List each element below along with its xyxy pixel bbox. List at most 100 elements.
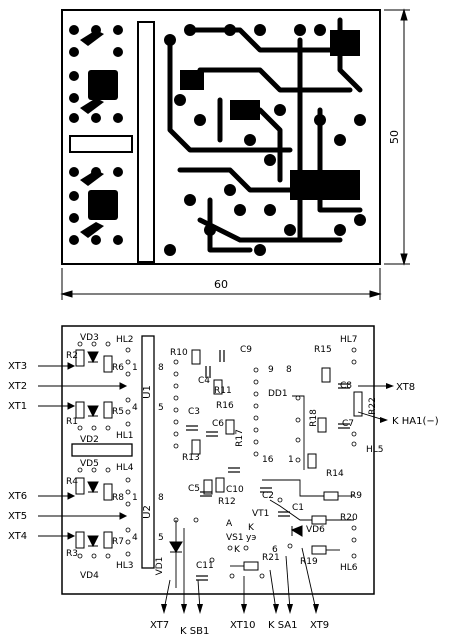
label-vs1: VS1 [226,533,244,543]
label-hl7: HL7 [340,335,358,345]
dim-width-label: 60 [214,278,228,291]
label-a: A [226,519,233,529]
dd-pin1: 1 [288,455,294,465]
label-r19: R19 [300,557,318,567]
connector-xt2: XT2 [8,381,27,392]
connector-xt3: XT3 [8,361,27,372]
label-uz: уэ [246,533,256,543]
connector-sa1: K SA1 [268,620,297,631]
label-r21: R21 [262,553,280,563]
pcb-dimensions [60,8,410,300]
label-c8: C8 [340,381,352,391]
left-components [75,349,113,549]
u2-pin5: 5 [158,533,164,543]
pcb-layout: 60 50 [60,8,410,300]
label-r4: R4 [66,477,78,487]
label-hl1: HL1 [116,431,134,441]
connector-arrows [161,383,394,614]
component-wires [163,385,392,612]
label-c4: C4 [198,376,210,386]
label-r8: R8 [112,493,124,503]
label-r20: R20 [340,513,358,523]
label-dd-pin6: 6 [272,545,278,555]
label-r7: R7 [112,537,124,547]
label-hl6: HL6 [340,563,358,573]
u1-pin5: 5 [158,403,164,413]
pcb-cutout [69,135,133,153]
label-r15: R15 [314,345,332,355]
label-c9: C9 [240,345,252,355]
label-k: K [234,545,241,555]
label-vd4: VD4 [80,571,99,581]
label-hl3: HL3 [116,561,134,571]
label-vt1: VT1 [252,509,269,519]
label-r6: R6 [112,363,124,373]
pcb-slot [137,21,155,263]
label-vd2: VD2 [80,435,99,445]
connector-xt8: XT8 [396,382,415,393]
label-vd5: VD5 [80,459,99,469]
connector-xt5: XT5 [8,511,27,522]
connector-sb1: K SB1 [180,626,209,637]
label-r3: R3 [66,549,78,559]
connector-xt6: XT6 [8,491,27,502]
u1-pin4: 4 [132,403,138,413]
u2-pin4: 4 [132,533,138,543]
label-u1: U1 [142,385,153,399]
pcb-left-copper [69,25,123,245]
label-r17: R17 [235,429,245,447]
label-vd1: VD1 [155,557,165,576]
connector-xt1: XT1 [8,401,27,412]
connector-xt4: XT4 [8,531,27,542]
u2-pin1: 1 [132,493,138,503]
u1-pin8: 8 [158,363,164,373]
connector-xt7: XT7 [150,620,169,631]
label-hl2: HL2 [116,335,134,345]
pcb-pads [164,24,366,256]
left-pins [77,341,131,559]
middle-pins [173,347,357,579]
label-c11: C11 [196,561,214,571]
label-r5: R5 [112,407,124,417]
label-r9: R9 [350,491,362,501]
label-c3: C3 [188,407,200,417]
label-r18: R18 [309,409,319,427]
capacitors [186,350,350,581]
label-u2: U2 [142,505,153,519]
label-c6: C6 [212,419,224,429]
label-r10: R10 [170,348,188,358]
label-r11: R11 [214,386,232,396]
connector-xt9: XT9 [310,620,329,631]
label-r14: R14 [326,469,344,479]
label-vd6: VD6 [306,525,325,535]
dim-height-label: 50 [388,130,401,144]
dd-pin16: 16 [262,455,274,465]
label-hl4: HL4 [116,463,134,473]
label-r2: R2 [66,351,78,361]
dd-pin8: 8 [286,365,292,375]
u1-pin1: 1 [132,363,138,373]
label-c2: C2 [262,491,274,501]
label-c7: C7 [342,419,354,429]
label-hl5: HL5 [366,445,384,455]
label-r12: R12 [218,497,236,507]
cutout [71,443,133,457]
left-diodes [87,351,99,548]
label-r1: R1 [66,417,78,427]
u-slot [141,335,155,569]
left-connector-wires [38,362,128,540]
connector-xt10: XT10 [230,620,256,631]
label-r22: R22 [368,397,378,415]
label-r16: R16 [216,401,234,411]
u2-pin8: 8 [158,493,164,503]
label-c5: C5 [188,484,200,494]
label-c10: C10 [226,485,244,495]
pcb-traces [167,17,363,253]
dd-pin9: 9 [268,365,274,375]
label-dd1: DD1 [268,389,288,399]
connector-ha1: K HA1(−) [392,416,439,427]
label-k2: K [248,523,255,533]
label-c1: C1 [292,503,304,513]
